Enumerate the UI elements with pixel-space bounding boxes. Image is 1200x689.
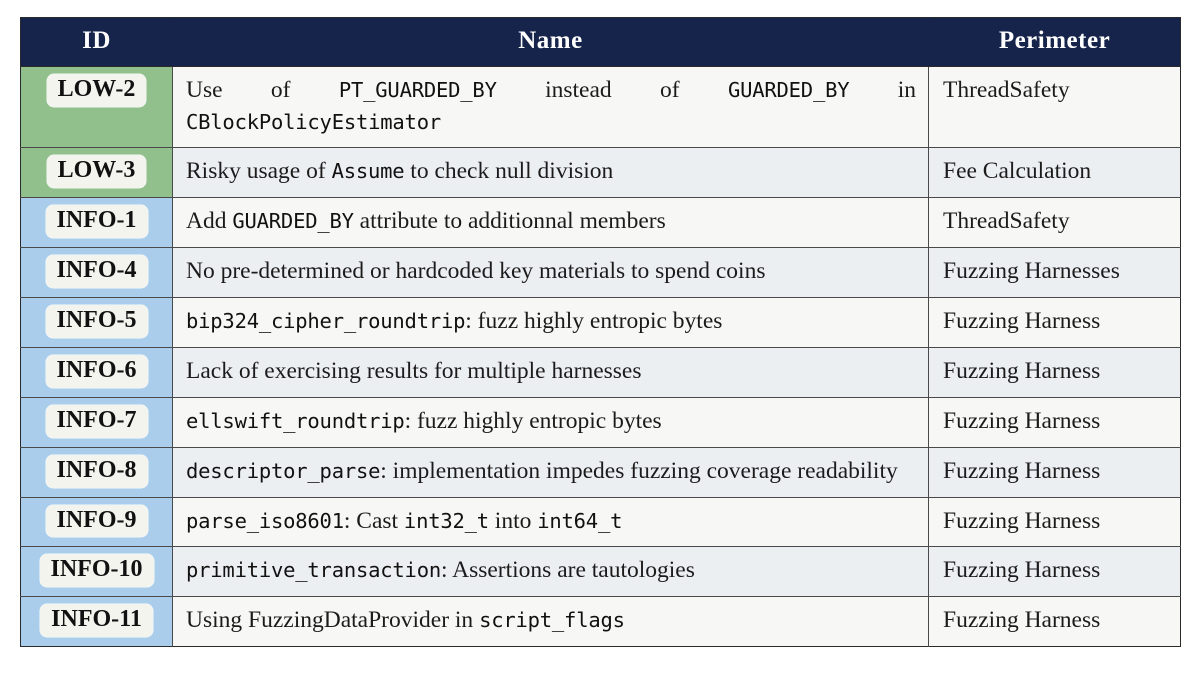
cell-name: descriptor_parse: implementation impedes…	[172, 446, 929, 497]
code-token: Assume	[331, 159, 405, 184]
text-run: Lack of exercising results for multiple …	[186, 357, 642, 384]
cell-name: Using FuzzingDataProvider in script_flag…	[172, 596, 929, 647]
cell-perimeter: Fuzzing Harness	[928, 396, 1181, 448]
cell-name: Use of PT_GUARDED_BY instead of GUARDED_…	[172, 65, 929, 148]
column-header-id: ID	[20, 17, 173, 67]
code-token: GUARDED_BY	[232, 209, 354, 234]
column-header-perimeter: Perimeter	[928, 17, 1181, 67]
text-run: Add	[186, 208, 233, 235]
text-run: in	[849, 77, 917, 103]
text-run: : fuzz highly entropic bytes	[465, 308, 723, 334]
finding-id-badge: INFO-9	[45, 504, 148, 538]
table-row: INFO-6 Lack of exercising results for mul…	[20, 346, 1181, 398]
finding-id-badge: INFO-1	[45, 205, 148, 239]
cell-perimeter: ThreadSafety	[928, 65, 1181, 148]
cell-name: primitive_transaction: Assertions are ta…	[172, 546, 929, 597]
text-run: : Assertions are tautologies	[440, 557, 695, 584]
code-token: primitive_transaction	[186, 558, 441, 583]
table-row: INFO-11 Using FuzzingDataProvider in scri…	[20, 596, 1181, 647]
text-run: instead of	[496, 77, 728, 103]
finding-id-badge: INFO-11	[40, 604, 153, 638]
cell-perimeter: Fuzzing Harness	[928, 546, 1181, 597]
cell-name: ellswift_roundtrip: fuzz highly entropic…	[172, 396, 929, 448]
table-header: ID Name Perimeter	[20, 17, 1181, 67]
code-token: bip324_cipher_roundtrip	[186, 309, 466, 333]
table-row: LOW-3 Risky usage of Assume to check null…	[20, 147, 1181, 198]
cell-id: INFO-1	[20, 197, 173, 248]
findings-table: ID Name Perimeter LOW-2 Use of PT_GUARDED…	[20, 17, 1181, 648]
cell-id: INFO-11	[20, 596, 173, 647]
cell-perimeter: Fuzzing Harness	[928, 297, 1181, 348]
cell-id: LOW-2	[20, 65, 173, 148]
code-token: PT_GUARDED_BY	[338, 78, 497, 102]
cell-id: LOW-3	[20, 147, 173, 198]
text-run: : implementation impedes fuzzing coverag…	[380, 457, 898, 484]
code-token: CBlockPolicyEstimator	[186, 110, 441, 135]
text-run: attribute to additionnal members	[353, 208, 666, 235]
finding-id-badge: LOW-3	[46, 155, 147, 189]
text-run: into	[488, 507, 538, 534]
text-run: Using FuzzingDataProvider in	[186, 607, 480, 634]
cell-perimeter: Fuzzing Harnesses	[928, 247, 1181, 298]
text-run: Use of	[186, 77, 339, 103]
cell-name: bip324_cipher_roundtrip: fuzz highly ent…	[172, 297, 929, 348]
cell-name: Add GUARDED_BY attribute to additionnal …	[172, 197, 929, 248]
finding-id-badge: INFO-7	[45, 404, 148, 438]
code-token: parse_iso8601	[186, 508, 344, 533]
finding-id-badge: INFO-6	[45, 354, 148, 388]
table-row: LOW-2 Use of PT_GUARDED_BY instead of GUA…	[20, 65, 1181, 148]
cell-perimeter: Fuzzing Harness	[928, 496, 1181, 547]
table-row: INFO-7 ellswift_roundtrip: fuzz highly en…	[20, 396, 1181, 448]
finding-id-badge: INFO-8	[45, 454, 148, 488]
code-token: int64_t	[537, 508, 623, 533]
table-row: INFO-5 bip324_cipher_roundtrip: fuzz high…	[20, 297, 1181, 348]
table-body: LOW-2 Use of PT_GUARDED_BY instead of GUA…	[20, 65, 1181, 647]
cell-perimeter: Fee Calculation	[928, 147, 1181, 198]
table-row: INFO-8 descriptor_parse: implementation i…	[20, 446, 1181, 497]
cell-name: No pre-determined or hardcoded key mater…	[172, 247, 929, 298]
finding-id-badge: INFO-5	[45, 305, 148, 338]
code-token: script_flags	[479, 608, 625, 633]
finding-id-badge: INFO-10	[39, 554, 154, 588]
text-run: Risky usage of	[186, 158, 332, 185]
code-token: descriptor_parse	[186, 458, 381, 483]
cell-name: parse_iso8601: Cast int32_t into int64_t	[172, 496, 929, 547]
cell-id: INFO-9	[20, 496, 173, 547]
finding-id-badge: LOW-2	[46, 74, 147, 107]
table-header-row: ID Name Perimeter	[20, 17, 1181, 67]
text-run: to check null division	[404, 158, 614, 185]
code-token: int32_t	[403, 508, 489, 533]
text-run: No pre-determined or hardcoded key mater…	[186, 258, 766, 285]
cell-perimeter: Fuzzing Harness	[928, 346, 1181, 398]
cell-id: INFO-10	[20, 546, 173, 597]
cell-perimeter: ThreadSafety	[928, 197, 1181, 248]
cell-id: INFO-7	[20, 396, 173, 448]
column-header-name: Name	[172, 17, 929, 67]
cell-perimeter: Fuzzing Harness	[928, 446, 1181, 497]
text-run: : Cast	[343, 507, 404, 534]
table-row: INFO-1 Add GUARDED_BY attribute to additi…	[20, 197, 1181, 248]
cell-name: Risky usage of Assume to check null divi…	[172, 147, 929, 198]
cell-id: INFO-5	[20, 297, 173, 348]
cell-perimeter: Fuzzing Harness	[928, 596, 1181, 647]
code-token: ellswift_roundtrip	[186, 408, 405, 433]
finding-id-badge: INFO-4	[45, 255, 148, 288]
text-run: : fuzz highly entropic bytes	[404, 407, 662, 434]
table-row: INFO-10 primitive_transaction: Assertions…	[20, 546, 1181, 597]
code-token: GUARDED_BY	[727, 78, 850, 102]
cell-id: INFO-6	[20, 346, 173, 398]
cell-name: Lack of exercising results for multiple …	[172, 346, 929, 398]
table-row: INFO-4 No pre-determined or hardcoded key…	[20, 247, 1181, 298]
cell-id: INFO-8	[20, 446, 173, 497]
cell-id: INFO-4	[20, 247, 173, 298]
table-row: INFO-9 parse_iso8601: Cast int32_t into i…	[20, 496, 1181, 547]
